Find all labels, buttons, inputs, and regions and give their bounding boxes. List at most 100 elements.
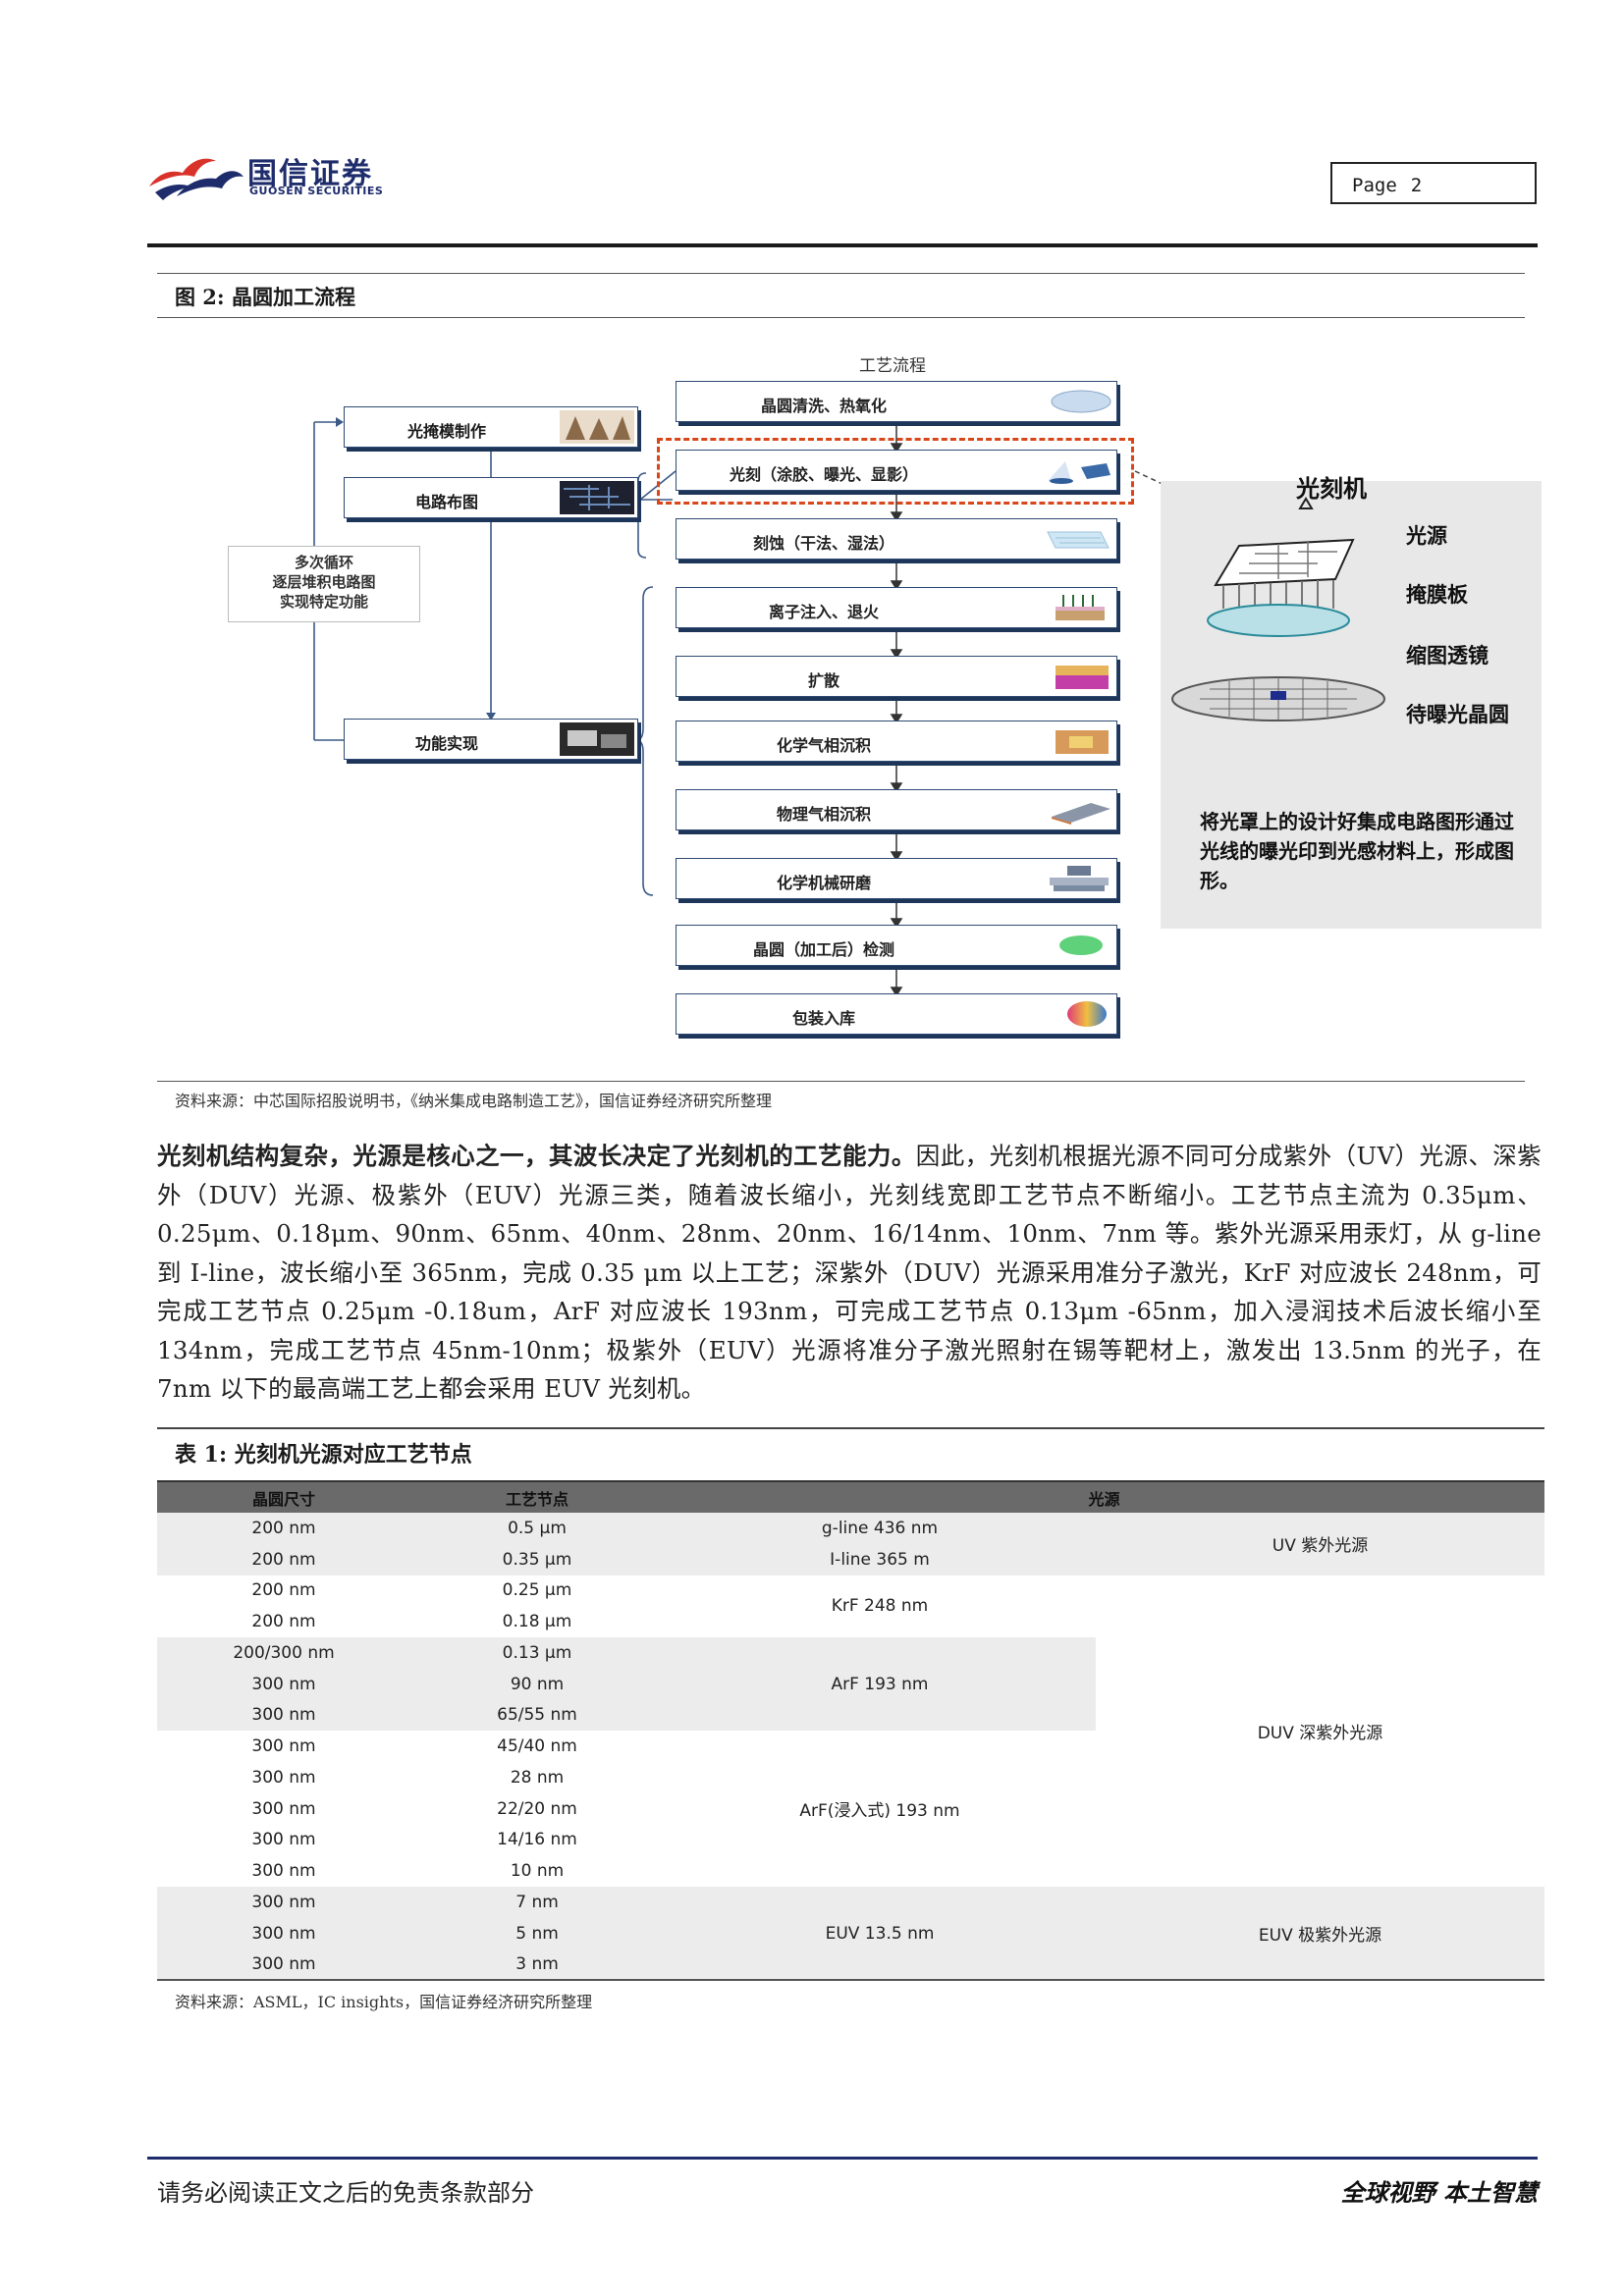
lithography-panel: 光刻机 光源 掩膜板 缩图透镜 待曝光晶圆 将光罩上的设计好集成电路图形通过光线… [1161,474,1542,929]
guosen-logo-mark-icon [149,158,244,200]
cell-wafer-size: 300 nm [157,1887,410,1918]
step-label: 化学气相沉积 [776,736,871,755]
loop-line: 逐层堆积电路图 [272,573,376,591]
litho-label-wafer: 待曝光晶圆 [1406,702,1509,726]
cell-source: g-line 436 nm [664,1513,1096,1544]
cell-wafer-size: 300 nm [157,1668,410,1700]
cell-node: 7 nm [410,1887,664,1918]
figure-caption: 图 2: 晶圆加工流程 [175,285,355,309]
cell-wafer-size: 300 nm [157,1949,410,1981]
step-inspection: 晶圆（加工后）检测 [676,925,1117,966]
cmp-thumbnail-icon [1050,866,1109,891]
cell-node: 0.35 μm [410,1543,664,1575]
logo-english-name: GUOSEN SECURITIES [249,185,384,197]
cell-category-duv: DUV 深紫外光源 [1257,1723,1383,1743]
cell-node: 90 nm [410,1668,664,1700]
cell-wafer-size: 300 nm [251,1736,316,1757]
body-lead: 光刻机结构复杂，光源是核心之一，其波长决定了光刻机的工艺能力。 [157,1142,916,1170]
step-label: 扩散 [807,671,839,690]
pvd-thumbnail-icon [1052,803,1110,825]
ion-implant-thumbnail-icon [1056,595,1105,620]
step-label: 化学机械研磨 [776,874,871,892]
page-indicator: Page 2 [1330,162,1537,204]
step-label: 晶圆清洗、热氧化 [760,397,887,415]
loop-line: 实现特定功能 [279,593,368,611]
cell-wafer-size: 200/300 nm [157,1637,410,1669]
loop-note: 多次循环 逐层堆积电路图 实现特定功能 [228,546,420,622]
footer-disclaimer: 请务必阅读正文之后的免责条款部分 [157,2179,534,2207]
logo-chinese-name: 国信证券 [247,157,373,191]
cell-node: 0.18 μm [502,1612,572,1632]
cell-node: 22/20 nm [497,1798,577,1819]
body-paragraph: 光刻机结构复杂，光源是核心之一，其波长决定了光刻机的工艺能力。因此，光刻机根据光… [157,1137,1542,1409]
figure-source: 资料来源：中芯国际招股说明书，《纳米集成电路制造工艺》，国信证券经济研究所整理 [175,1092,773,1110]
footer-divider [147,2157,1538,2160]
cell-wafer-size: 300 nm [251,1767,316,1788]
inspection-thumbnail-icon [1059,935,1103,955]
cell-category-euv: EUV 极紫外光源 [1096,1887,1544,1981]
cell-wafer-size: 300 nm [251,1861,316,1882]
side-step-mask: 光掩模制作 [344,406,638,448]
side-step-layout: 电路布图 [344,477,638,518]
cell-source: KrF 248 nm [831,1596,929,1617]
litho-label-lens: 缩图透镜 [1406,643,1489,667]
footer-slogan: 全球视野 本土智慧 [1340,2178,1538,2207]
cell-wafer-size: 300 nm [157,1917,410,1949]
header-wafer-size: 晶圆尺寸 [157,1480,410,1513]
page-label: Page [1352,175,1397,196]
step-etching: 刻蚀（干法、湿法） [676,518,1117,560]
cell-wafer-size: 300 nm [251,1830,316,1850]
step-packaging: 包装入库 [676,993,1117,1035]
cell-node: 10 nm [510,1861,565,1882]
step-cvd: 化学气相沉积 [676,721,1117,762]
step-ion-implant: 离子注入、退火 [676,587,1117,628]
cell-wafer-size: 200 nm [157,1513,410,1544]
cell-node: 0.5 μm [410,1513,664,1544]
litho-node-table: 晶圆尺寸 工艺节点 光源 200 nm 0.5 μm g-line 436 nm… [157,1480,1544,1981]
guosen-logo: 国信证券 GUOSEN SECURITIES [147,147,393,206]
step-label: 包装入库 [791,1009,855,1028]
step-label: 物理气相沉积 [776,805,871,824]
lithography-machine-icon [1171,497,1385,721]
figure-caption-rule [157,317,1525,318]
wafer-thumbnail-icon [1051,390,1111,413]
step-label: 刻蚀（干法、湿法） [752,534,894,553]
flow-title: 工艺流程 [859,356,926,376]
step-pvd: 物理气相沉积 [676,789,1117,830]
diffusion-thumbnail-icon [1056,666,1109,689]
step-cmp: 化学机械研磨 [676,858,1117,899]
loop-line: 多次循环 [294,554,353,571]
side-step-label: 光掩模制作 [406,422,486,441]
page-number: 2 [1410,175,1423,196]
side-step-label: 功能实现 [414,734,478,753]
step-diffusion: 扩散 [676,656,1117,697]
wafer-die-thumbnail-icon [1067,1001,1107,1027]
cell-node: 3 nm [410,1949,664,1981]
cell-node: 28 nm [510,1767,565,1788]
figure-top-rule [157,273,1525,274]
step-lithography: 光刻（涂胶、曝光、显影） [676,450,1117,491]
cell-source: EUV 13.5 nm [664,1887,1096,1981]
step-wafer-clean: 晶圆清洗、热氧化 [676,381,1117,422]
body-text: 因此，光刻机根据光源不同可分成紫外（UV）光源、深紫外（DUV）光源、极紫外（E… [157,1142,1543,1403]
step-label: 光刻（涂胶、曝光、显影） [729,465,918,484]
table-caption: 表 1: 光刻机光源对应工艺节点 [175,1442,472,1468]
lithography-thumbnail-icon [1048,461,1110,484]
cell-source: ArF(浸入式) 193 nm [799,1801,960,1822]
side-step-function: 功能实现 [344,719,638,760]
cell-node: 0.13 μm [410,1637,664,1669]
cell-wafer-size: 200 nm [251,1580,316,1601]
cell-source: I-line 365 m [664,1543,1096,1575]
litho-label-mask: 掩膜板 [1406,582,1468,607]
mask-thumbnail-icon [560,410,634,444]
cell-node: 0.25 μm [502,1580,572,1601]
cell-category-uv: UV 紫外光源 [1096,1513,1544,1575]
cell-wafer-size: 200 nm [251,1612,316,1632]
cell-source: ArF 193 nm [664,1637,1096,1732]
header-divider [147,243,1538,247]
cell-wafer-size: 300 nm [251,1798,316,1819]
table-top-rule [157,1427,1544,1429]
litho-description: 将光罩上的设计好集成电路图形通过光线的曝光印到光感材料上，形成图形。 [1200,810,1514,892]
cell-node: 5 nm [410,1917,664,1949]
header-light-source: 光源 [664,1480,1544,1513]
